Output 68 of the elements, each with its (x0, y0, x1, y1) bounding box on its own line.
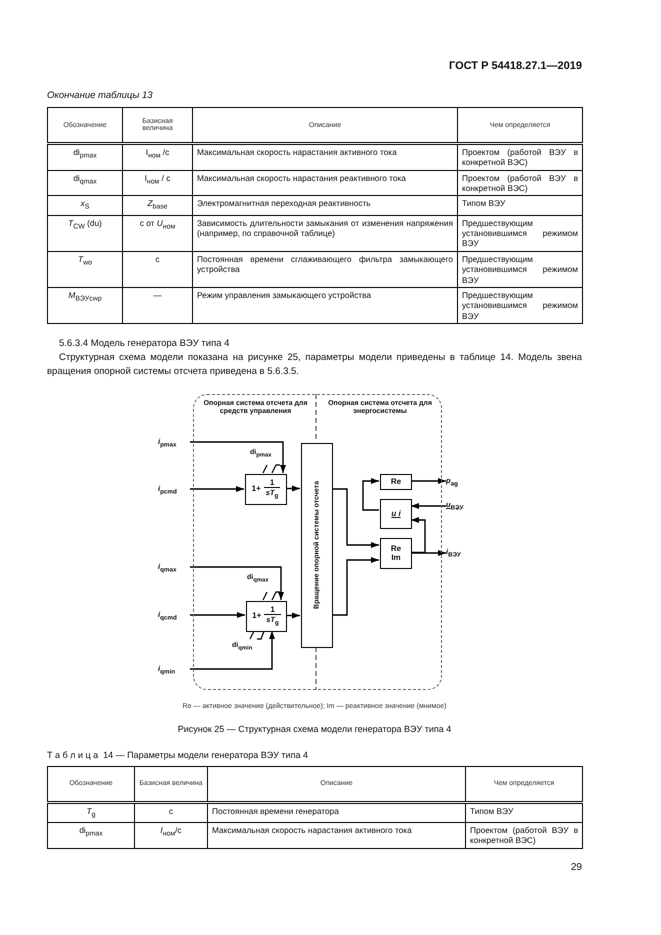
arrow (411, 502, 446, 508)
table-cell: с (134, 802, 208, 822)
arrow (190, 486, 244, 492)
document-header: ГОСТ Р 54418.27.1—2019 (448, 60, 582, 72)
table-cell: Максимальная скорость нарастания активного тока (192, 144, 458, 170)
arrow (190, 440, 286, 472)
table-cell: I$_{ном}$ / с (122, 170, 192, 196)
transfer-function-block (245, 474, 287, 504)
arrow (411, 550, 446, 556)
table-cell: Проектом (работой ВЭУ в конкретной ВЭС) (458, 144, 582, 170)
section-heading: 5.6.3.4 Модель генератора ВЭУ типа 4 (58, 338, 230, 349)
arrow (411, 478, 446, 484)
table-cell: x$_{S}$ (48, 196, 122, 216)
function-block (380, 538, 412, 568)
arrow (286, 485, 300, 491)
table-cell: Предшествующим установившимся режимом ВЭУ (458, 215, 582, 252)
table-cell: с (122, 251, 192, 288)
dashed-frame (193, 394, 442, 690)
table-cell: Постоянная времени генератора (208, 802, 466, 822)
table-continuation-note: Окончание таблицы 13 (47, 90, 154, 101)
fraction-numerator: 1 (270, 478, 274, 487)
table-cell: di$_{pmax}$ (48, 822, 134, 848)
table-cell: Электромагнитная переходная реактивность (192, 196, 458, 216)
figure-caption: Рисунок 25 — Структурная схема модели генератора ВЭУ типа 4 (176, 724, 452, 734)
table-cell: — (122, 287, 192, 324)
paragraph: Структурная схема модели показана на рисунке 25, параметры модели приведены в таблице 14. Модель звена вращения опорной системы отсчета приведена в 5.6.3.5. (47, 350, 582, 378)
arrow (362, 478, 379, 510)
table-cell: I$_{ном}$ /с (122, 144, 192, 170)
table-cell: Z$_{base}$ (122, 196, 192, 216)
table-cell: Постоянная времени сглаживающего фильтра замыкающего устройства (192, 251, 458, 288)
function-block (380, 474, 412, 490)
block-label: Im (391, 554, 401, 562)
block-label: u i (391, 510, 401, 518)
table-cell: Максимальная скорость нарастания реактивного тока (192, 170, 458, 196)
function-term: 1+ (252, 485, 261, 493)
arrow (190, 612, 245, 618)
table-cell: T$_{g}$ (48, 802, 134, 822)
table-cell: Режим управления замыкающего устройства (192, 287, 458, 324)
table-cell: T$_{CW}$ (du) (48, 215, 122, 252)
table-cell: Проектом (работой ВЭУ в конкретной ВЭС) (466, 822, 582, 848)
arrow (190, 630, 275, 670)
arrow (411, 516, 426, 553)
table-cell: di$_{qmax}$ (48, 170, 122, 196)
arrow (190, 566, 284, 600)
multiplier-block (380, 498, 412, 528)
arrow (332, 488, 379, 548)
table-cell: Проектом (работой ВЭУ в конкретной ВЭС) (458, 170, 582, 196)
table-cell: Типом ВЭУ (466, 802, 582, 822)
table-cell: I$_{ном}$/с (134, 822, 208, 848)
page-number: 29 (570, 862, 582, 873)
table-cell: Зависимость длительности замыкания от изменения напряжения (например, по справочной таблице) (192, 215, 458, 252)
function-term: 1+ (252, 612, 262, 620)
table-cell: Типом ВЭУ (458, 196, 582, 216)
table-cell: Предшествующим установившимся режимом ВЭУ (458, 251, 582, 288)
transfer-function-block (246, 600, 287, 632)
fraction-numerator: 1 (270, 606, 275, 614)
table-cell: M$_{ВЭУcwp}$ (48, 287, 122, 324)
arrow (332, 556, 379, 616)
table-cell: Максимальная скорость нарастания активного тока (208, 822, 466, 848)
table-cell: di$_{pmax}$ (48, 144, 122, 170)
arrow (286, 612, 300, 618)
table-cell: Предшествующим установившимся режимом ВЭУ (458, 287, 582, 324)
rotation-block (301, 442, 333, 648)
block-label: Re (390, 478, 402, 486)
table-cell: с от U$_{ном}$ (122, 215, 192, 252)
table-cell: T$_{wo}$ (48, 251, 122, 288)
block-label: Re (390, 544, 402, 552)
table-title: Т а б л и ц а 14 — Параметры модели генератора ВЭУ типа 4 (47, 750, 309, 760)
